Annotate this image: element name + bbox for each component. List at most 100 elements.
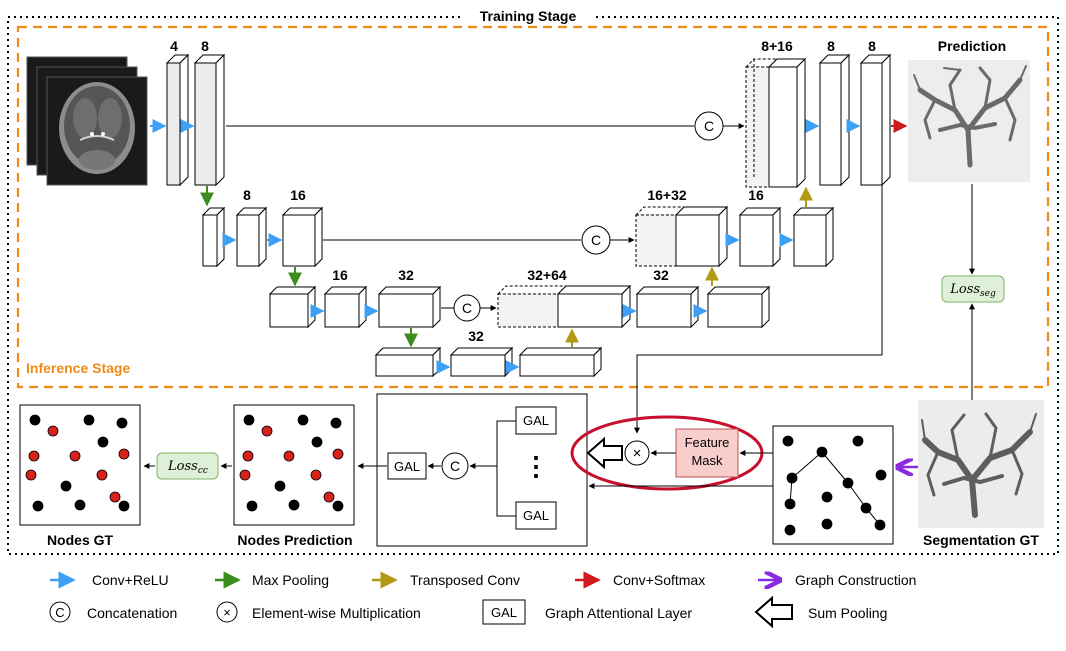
legend-graph-construction-label: Graph Construction (795, 572, 916, 588)
node-point (69, 450, 81, 462)
loss-cc-label: Losscc (167, 459, 208, 476)
concat-symbol: C (450, 458, 460, 474)
node-point (243, 414, 255, 426)
enc2-blocks (201, 206, 324, 268)
sum-pooling-arrow (586, 436, 623, 470)
nodes-prediction-title: Nodes Prediction (237, 532, 352, 548)
channel-label-enc3b: 32 (398, 267, 414, 283)
feature-mask-box (675, 428, 739, 478)
node-point (332, 448, 344, 460)
channel-label-enc1b: 8 (201, 38, 209, 54)
concat-symbol: C (591, 232, 601, 248)
loss-seg-box (941, 275, 1005, 303)
node-point (332, 500, 344, 512)
node-point (109, 491, 121, 503)
channel-label-dec2a: 16+32 (647, 187, 687, 203)
legend-multiply-icon (216, 601, 238, 623)
gal-heads-dots: ⋮ (523, 451, 549, 481)
legend-multiply-symbol: × (223, 605, 231, 620)
gal-output-box (387, 452, 427, 480)
concat-symbol: C (704, 118, 714, 134)
gal-head-bottom (515, 501, 557, 530)
node-point (74, 499, 86, 511)
dec3-blocks (496, 284, 771, 329)
channel-label-enc2a: 8 (243, 187, 251, 203)
training-stage-border (7, 16, 1059, 555)
bottleneck-blocks (374, 346, 603, 378)
graph-node (784, 498, 796, 510)
graph-node (842, 477, 854, 489)
node-point (96, 469, 108, 481)
channel-label-dec1b: 8 (827, 38, 835, 54)
node-point (288, 499, 300, 511)
graph-node (874, 519, 886, 531)
inference-stage-title: Inference Stage (26, 360, 130, 376)
graph-panel (772, 425, 894, 545)
loss-cc-box (156, 452, 219, 480)
gal-head-top-label: GAL (523, 413, 549, 428)
concat-symbol: C (462, 300, 472, 316)
graph-node (784, 524, 796, 536)
nodes-gt-points (25, 414, 130, 512)
node-point (274, 480, 286, 492)
channel-label-dec1c: 8 (868, 38, 876, 54)
legend-concat-label: Concatenation (87, 605, 177, 621)
gal-head-top (515, 406, 557, 435)
training-stage-label-bg (463, 6, 593, 26)
channel-label-enc1a: 4 (170, 38, 178, 54)
node-point (47, 425, 59, 437)
feature-mask-line1: Feature (685, 435, 730, 450)
segmentation-gt-image (918, 400, 1044, 528)
legend-gal-symbol: GAL (491, 605, 517, 620)
graph-node (816, 446, 828, 458)
input-mri-stack (26, 56, 148, 186)
segmentation-gt-title: Segmentation GT (923, 532, 1039, 548)
legend-gal-icon (482, 599, 526, 625)
node-point (246, 500, 258, 512)
node-point (25, 469, 37, 481)
nodes-prediction-points (239, 414, 344, 512)
dec2-blocks (634, 205, 835, 268)
graph-node (852, 435, 864, 447)
graph-node (786, 472, 798, 484)
prediction-title: Prediction (938, 38, 1006, 54)
legend-multiply-label: Element-wise Multiplication (252, 605, 421, 621)
legend-conv-relu-label: Conv+ReLU (92, 572, 169, 588)
graph-node (860, 502, 872, 514)
legend-concat-symbol: C (55, 605, 64, 620)
feature-mask-line2: Mask (691, 453, 723, 468)
node-point (283, 450, 295, 462)
node-point (242, 450, 254, 462)
graph-node (821, 491, 833, 503)
feature-to-multiply-arrow (634, 185, 883, 434)
channel-label-bottleneck: 32 (468, 328, 484, 344)
node-point (83, 414, 95, 426)
legend: Conv+ReLU Max Pooling Transposed Conv Co… (49, 571, 916, 629)
graph-nodes (782, 435, 887, 536)
node-point (32, 500, 44, 512)
graph-node (821, 518, 833, 530)
node-point (261, 425, 273, 437)
training-stage-title: Training Stage (480, 8, 577, 24)
node-point (97, 436, 109, 448)
channel-label-dec3a: 32+64 (527, 267, 567, 283)
node-point (29, 414, 41, 426)
node-point (116, 417, 128, 429)
node-point (118, 500, 130, 512)
node-point (60, 480, 72, 492)
legend-gal-label: Graph Attentional Layer (545, 605, 692, 621)
heads-bracket (496, 420, 516, 517)
channel-label-dec1a: 8+16 (761, 38, 793, 54)
legend-sum-pooling-label: Sum Pooling (808, 605, 887, 621)
node-point (310, 469, 322, 481)
node-point (118, 448, 130, 460)
dec1-blocks (744, 53, 892, 189)
graph-node (782, 435, 794, 447)
channel-label-enc3a: 16 (332, 267, 348, 283)
channel-label-enc2b: 16 (290, 187, 306, 203)
multiply-node (624, 440, 650, 466)
graph-node (875, 469, 887, 481)
multiply-symbol: × (633, 445, 642, 462)
